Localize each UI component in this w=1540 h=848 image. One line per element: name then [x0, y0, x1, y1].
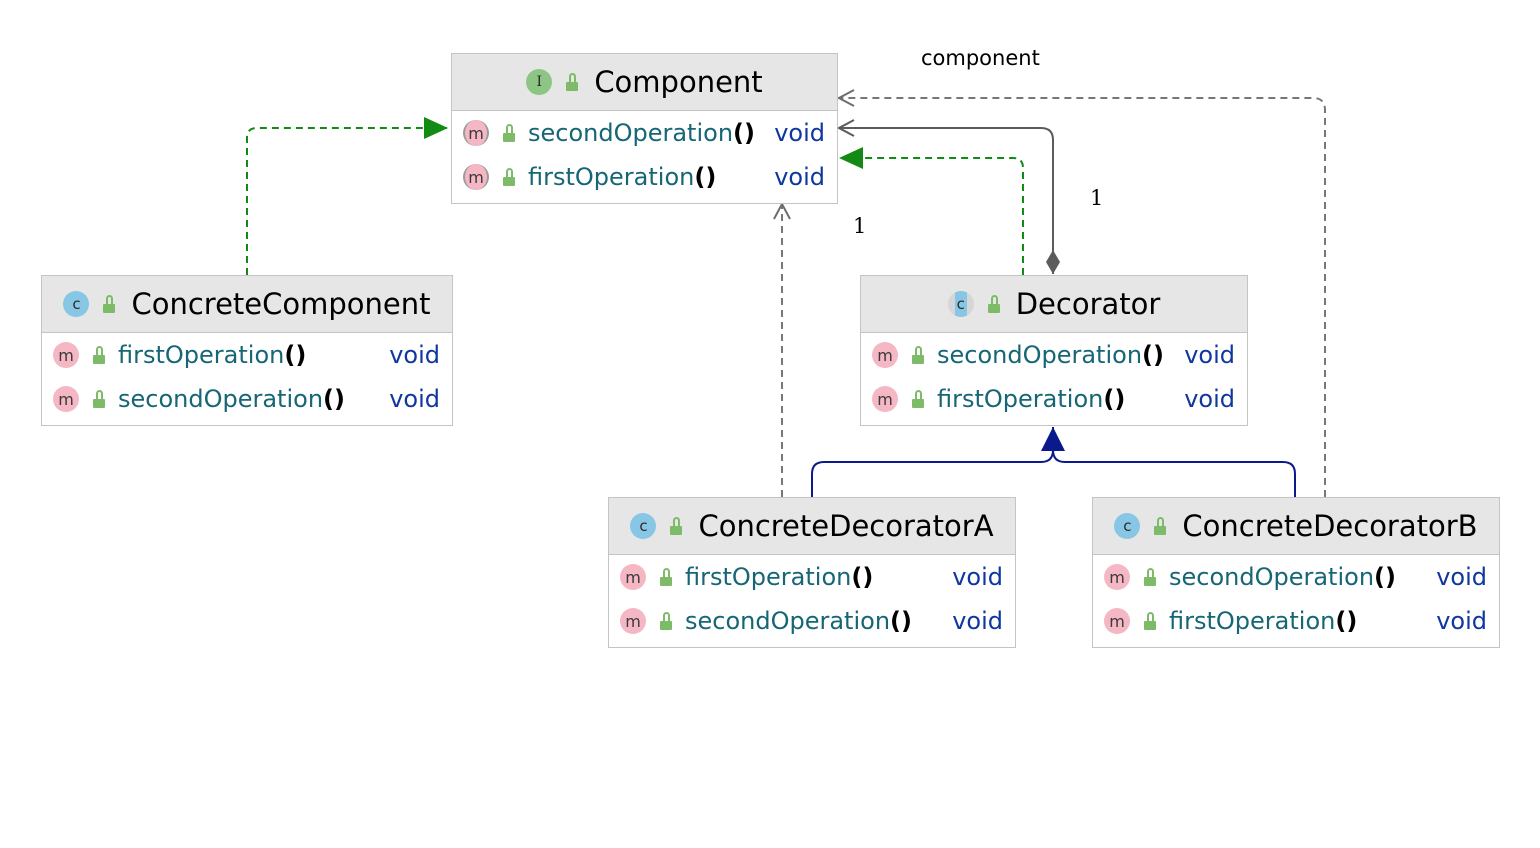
- public-lock-icon: [658, 568, 674, 586]
- method-parens: (): [1103, 385, 1126, 413]
- class-title: ConcreteDecoratorA: [698, 509, 994, 543]
- method-row[interactable]: m firstOperation() void: [42, 333, 452, 377]
- return-type: void: [952, 607, 1003, 635]
- method-row[interactable]: m firstOperation() void: [609, 555, 1015, 599]
- method-name: secondOperation: [528, 119, 734, 147]
- class-title: ConcreteDecoratorB: [1182, 509, 1478, 543]
- public-lock-icon: [1142, 612, 1158, 630]
- abstract-method-icon: m: [463, 164, 489, 190]
- method-name: secondOperation: [685, 607, 891, 635]
- edge-concretecomponent-realizes-component: [246, 117, 448, 275]
- edge-decorator-composes-component: [839, 128, 1053, 274]
- method-row[interactable]: m firstOperation() void: [1093, 599, 1499, 643]
- method-name: firstOperation: [528, 163, 695, 191]
- concrete-decorator-b-class-box[interactable]: c ConcreteDecoratorB m secondOperation()…: [1092, 497, 1500, 648]
- method-row[interactable]: m secondOperation() void: [1093, 555, 1499, 599]
- concrete-decorator-b-header: c ConcreteDecoratorB: [1093, 498, 1499, 555]
- method-parens: (): [1335, 607, 1358, 635]
- method-parens: (): [1374, 563, 1396, 591]
- public-lock-icon: [564, 73, 580, 91]
- return-type: void: [952, 563, 1003, 591]
- public-lock-icon: [501, 124, 517, 142]
- edge-concretedecoratorb-depends-component: [839, 98, 1326, 497]
- method-icon: m: [1104, 564, 1130, 590]
- public-lock-icon: [986, 295, 1002, 313]
- method-icon: m: [53, 386, 79, 412]
- method-icon: m: [872, 342, 898, 368]
- method-name: secondOperation: [1169, 563, 1375, 591]
- class-icon: c: [630, 513, 657, 539]
- method-parens: (): [284, 341, 307, 369]
- method-name: firstOperation: [118, 341, 285, 369]
- return-type: void: [774, 163, 825, 191]
- public-lock-icon: [1152, 517, 1168, 535]
- method-row[interactable]: m firstOperation() void: [861, 377, 1247, 421]
- method-name: secondOperation: [937, 341, 1143, 369]
- abstract-method-icon: m: [463, 120, 489, 146]
- return-type: void: [389, 341, 440, 369]
- method-parens: (): [851, 563, 874, 591]
- method-parens: (): [1142, 341, 1164, 369]
- method-icon: m: [872, 386, 898, 412]
- public-lock-icon: [658, 612, 674, 630]
- method-parens: (): [890, 607, 912, 635]
- public-lock-icon: [501, 168, 517, 186]
- decorator-header: c Decorator: [861, 276, 1247, 333]
- public-lock-icon: [91, 390, 107, 408]
- class-title: Decorator: [1015, 287, 1161, 321]
- concrete-component-header: c ConcreteComponent: [42, 276, 452, 333]
- edge-decorator-realizes-component: [839, 147, 1024, 275]
- return-type: void: [1436, 563, 1487, 591]
- method-name: secondOperation: [118, 385, 324, 413]
- return-type: void: [1436, 607, 1487, 635]
- multiplicity-concretedecoratora-component: 1: [853, 214, 867, 238]
- concrete-decorator-a-class-box[interactable]: c ConcreteDecoratorA m firstOperation() …: [608, 497, 1016, 648]
- abstract-class-icon: c: [947, 291, 974, 317]
- edge-label-component: component: [921, 46, 1040, 70]
- method-parens: (): [694, 163, 717, 191]
- decorator-class-box[interactable]: c Decorator m secondOperation() void m f…: [860, 275, 1248, 426]
- method-icon: m: [620, 608, 646, 634]
- method-icon: m: [1104, 608, 1130, 634]
- interface-icon: I: [526, 69, 553, 95]
- method-row[interactable]: m secondOperation() void: [861, 333, 1247, 377]
- method-row[interactable]: m secondOperation() void: [42, 377, 452, 421]
- class-title: Component: [594, 65, 763, 99]
- return-type: void: [774, 119, 825, 147]
- return-type: void: [1184, 341, 1235, 369]
- edge-concretedecoratorb-extends-decorator: [1052, 449, 1296, 497]
- method-icon: m: [53, 342, 79, 368]
- method-parens: (): [733, 119, 755, 147]
- method-icon: m: [620, 564, 646, 590]
- component-interface-box[interactable]: I Component m secondOperation() void m f…: [451, 53, 838, 204]
- multiplicity-decorator-component: 1: [1090, 186, 1104, 210]
- public-lock-icon: [91, 346, 107, 364]
- class-title: ConcreteComponent: [131, 287, 431, 321]
- concrete-component-class-box[interactable]: c ConcreteComponent m firstOperation() v…: [41, 275, 453, 426]
- public-lock-icon: [668, 517, 684, 535]
- class-icon: c: [1114, 513, 1141, 539]
- class-icon: c: [63, 291, 90, 317]
- return-type: void: [389, 385, 440, 413]
- method-name: firstOperation: [1169, 607, 1336, 635]
- public-lock-icon: [910, 346, 926, 364]
- edge-concretedecoratora-extends-decorator: [811, 427, 1065, 497]
- method-row[interactable]: m firstOperation() void: [452, 155, 837, 199]
- method-parens: (): [323, 385, 345, 413]
- public-lock-icon: [1142, 568, 1158, 586]
- public-lock-icon: [910, 390, 926, 408]
- method-name: firstOperation: [937, 385, 1104, 413]
- return-type: void: [1184, 385, 1235, 413]
- component-header: I Component: [452, 54, 837, 111]
- method-row[interactable]: m secondOperation() void: [452, 111, 837, 155]
- method-row[interactable]: m secondOperation() void: [609, 599, 1015, 643]
- public-lock-icon: [101, 295, 117, 313]
- concrete-decorator-a-header: c ConcreteDecoratorA: [609, 498, 1015, 555]
- method-name: firstOperation: [685, 563, 852, 591]
